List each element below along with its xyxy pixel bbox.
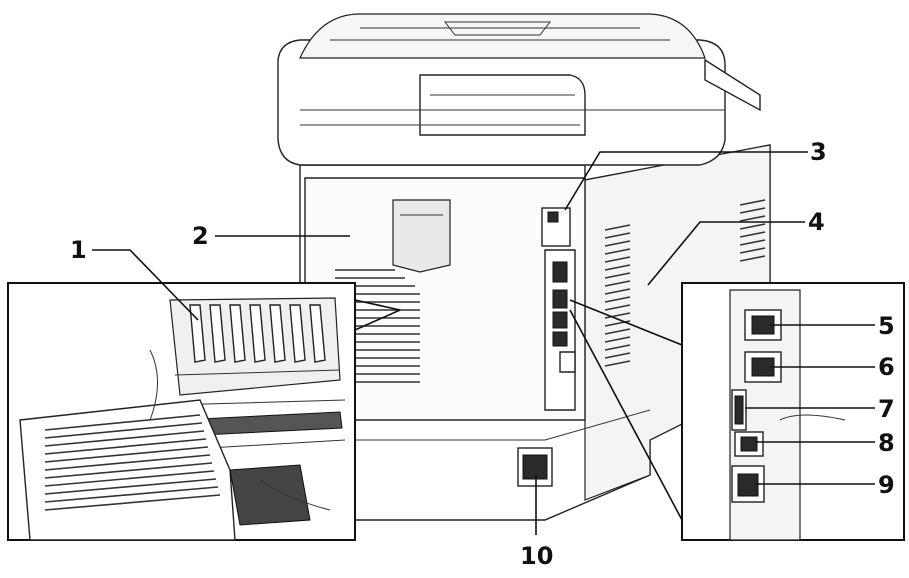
callout-1: 1 (70, 236, 87, 264)
callout-2: 2 (192, 222, 209, 250)
callout-4: 4 (808, 208, 825, 236)
callout-6: 6 (878, 353, 895, 381)
power-inlet (517, 447, 553, 487)
leader-3 (564, 151, 808, 211)
usb-memory-port (731, 389, 747, 431)
callout-10: 10 (520, 542, 553, 570)
callout-5: 5 (878, 312, 895, 340)
side-vent-grille (604, 199, 766, 367)
fuser-fins (189, 304, 326, 363)
callout-8: 8 (878, 429, 895, 457)
callout-9: 9 (878, 471, 895, 499)
leader-4 (647, 221, 805, 286)
callout-labels: 1 2 3 4 5 6 7 8 9 10 (70, 138, 895, 570)
leader-1 (92, 249, 199, 321)
usb-b-port (734, 431, 764, 457)
callout-7: 7 (878, 395, 895, 423)
printer-body (277, 13, 771, 521)
fax-line-port (744, 351, 782, 383)
door-vents (44, 414, 221, 511)
ports-inset (569, 282, 905, 541)
callout-3: 3 (810, 138, 827, 166)
fuser-inset (7, 282, 401, 541)
callout-leaders (92, 151, 875, 535)
